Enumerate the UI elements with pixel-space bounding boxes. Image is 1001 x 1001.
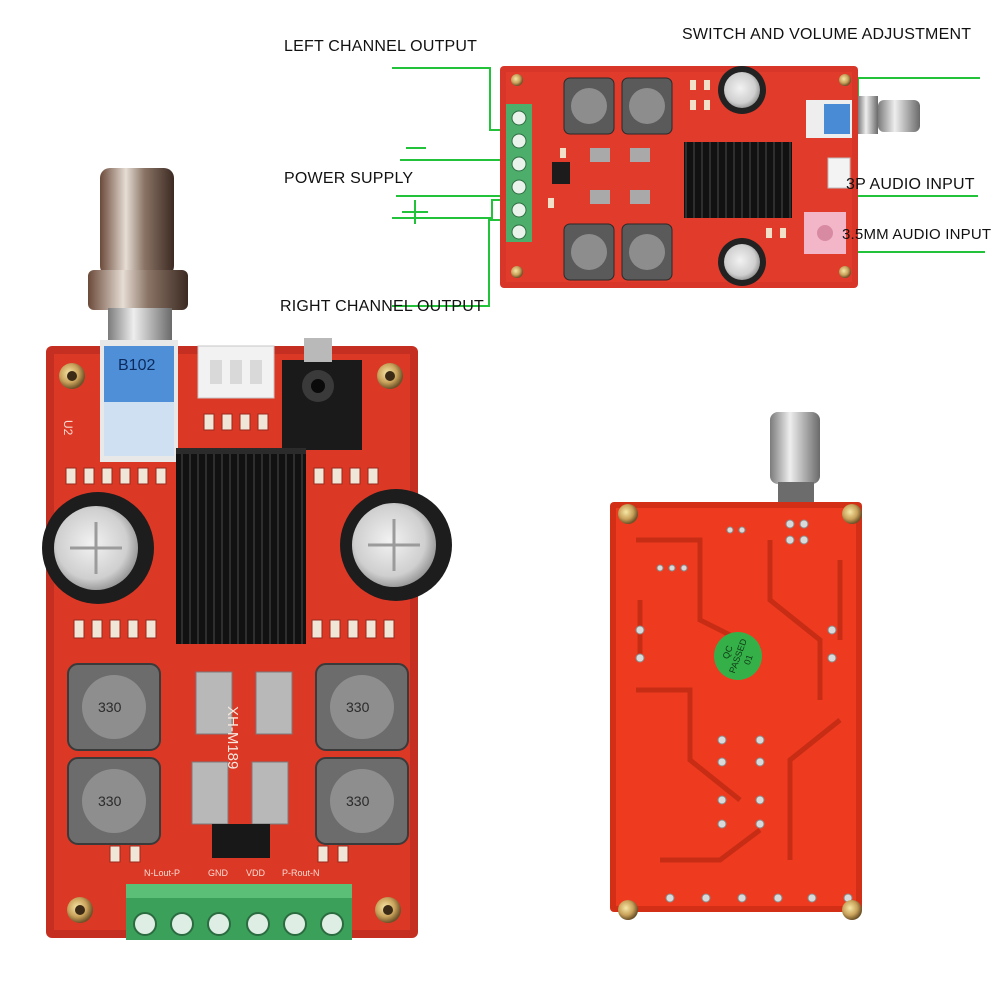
qc-line-1: QC — [721, 644, 735, 661]
qc-line-3: 01 — [742, 653, 755, 666]
right-channel-output-label: RIGHT CHANNEL OUTPUT — [280, 298, 485, 315]
board-back-view — [610, 412, 862, 920]
board-top-view-small — [500, 66, 920, 288]
module-label: U2 — [61, 420, 75, 436]
plus-symbol — [402, 200, 428, 224]
inductor-marking-1: 330 — [98, 699, 122, 715]
switch-volume-label: SWITCH AND VOLUME ADJUSTMENT — [682, 26, 972, 43]
terminal-label-left: N-Lout-P — [144, 868, 180, 878]
terminal-label-right: P-Rout-N — [282, 868, 320, 878]
terminal-label-gnd: GND — [208, 868, 229, 878]
inductor-marking-4: 330 — [346, 793, 370, 809]
terminal-labels: N-Lout-P GND VDD P-Rout-N — [144, 868, 320, 878]
inductor-marking-3: 330 — [98, 793, 122, 809]
model-label: XH-M189 — [224, 706, 241, 769]
terminal-label-vdd: VDD — [246, 868, 266, 878]
inductor-marking-2: 330 — [346, 699, 370, 715]
power-supply-label: POWER SUPPLY — [284, 170, 414, 187]
audio-input-3p-label: 3P AUDIO INPUT — [846, 176, 975, 193]
audio-input-35mm-label: 3.5MM AUDIO INPUT — [842, 226, 992, 243]
left-channel-output-label: LEFT CHANNEL OUTPUT — [284, 38, 478, 55]
board-front-large — [42, 168, 452, 940]
pot-code: B102 — [118, 357, 155, 374]
